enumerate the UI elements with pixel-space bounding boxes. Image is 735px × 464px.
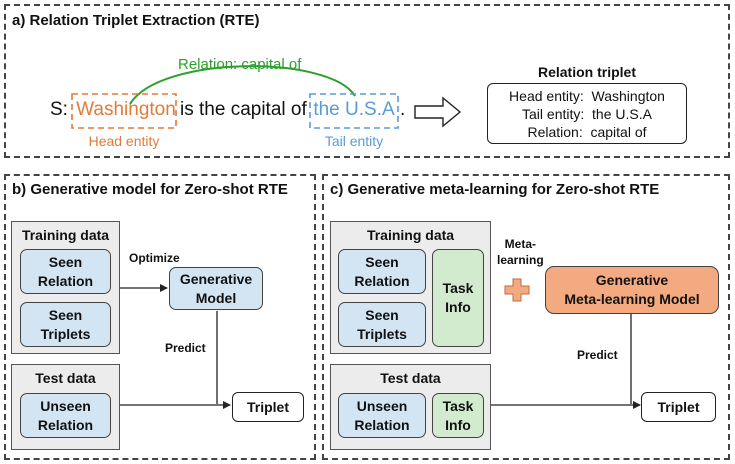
c-meta-learning-label: Meta- learning	[497, 237, 544, 267]
triplet-head-line: Head entity: Washington	[509, 88, 665, 104]
sentence-prefix: S:	[50, 99, 68, 120]
triplet-result-box: Head entity: Washington Tail entity: the…	[487, 83, 687, 144]
c-seen-triplets: Seen Triplets	[338, 302, 426, 347]
c-seen-relation: Seen Relation	[338, 249, 426, 294]
sentence: S: Washington	[50, 99, 178, 121]
b-predict-label: Predict	[165, 341, 206, 355]
triplet-tail-line: Tail entity: the U.S.A	[522, 106, 652, 122]
plus-icon	[504, 278, 530, 302]
b-unseen-relation: Unseen Relation	[20, 393, 111, 438]
tail-entity: the U.S.A	[313, 99, 395, 120]
sentence-end: .	[400, 99, 406, 120]
panel-a	[4, 4, 730, 158]
b-training-title: Training data	[21, 227, 110, 243]
c-triplet-output: Triplet	[641, 392, 716, 422]
tail-entity-label: Tail entity	[324, 133, 384, 149]
head-entity-box	[71, 93, 177, 129]
c-meta-learning-model: Generative Meta-learning Model	[545, 266, 719, 314]
panel-a-title: a) Relation Triplet Extraction (RTE)	[12, 12, 260, 29]
hollow-arrow	[414, 96, 462, 128]
b-optimize-label: Optimize	[129, 251, 180, 265]
relation-arc	[129, 65, 356, 105]
c-test-task-info: Task Info	[432, 393, 484, 438]
c-task-info: Task Info	[432, 249, 484, 347]
b-seen-triplets: Seen Triplets	[20, 302, 111, 347]
b-seen-relation: Seen Relation	[20, 249, 111, 294]
c-predict-label: Predict	[577, 348, 618, 362]
c-unseen-relation: Unseen Relation	[338, 393, 426, 438]
c-training-title: Training data	[366, 227, 455, 243]
b-generative-model: Generative Model	[169, 267, 263, 310]
triplet-title: Relation triplet	[537, 64, 636, 80]
panel-c-title: c) Generative meta-learning for Zero-sho…	[330, 181, 660, 198]
panel-b	[4, 174, 316, 460]
b-triplet-output: Triplet	[232, 392, 304, 422]
head-entity: Washington	[76, 99, 176, 120]
sentence-middle: is the capital of	[180, 99, 307, 120]
b-test-title: Test data	[35, 370, 96, 386]
triplet-relation-line: Relation: capital of	[527, 124, 647, 140]
head-entity-label: Head entity	[88, 133, 160, 149]
tail-entity-box	[309, 93, 399, 129]
panel-c	[322, 174, 730, 460]
panel-b-title: b) Generative model for Zero-shot RTE	[12, 181, 288, 198]
relation-label: Relation: capital of	[178, 56, 302, 73]
c-test-title: Test data	[380, 370, 441, 386]
